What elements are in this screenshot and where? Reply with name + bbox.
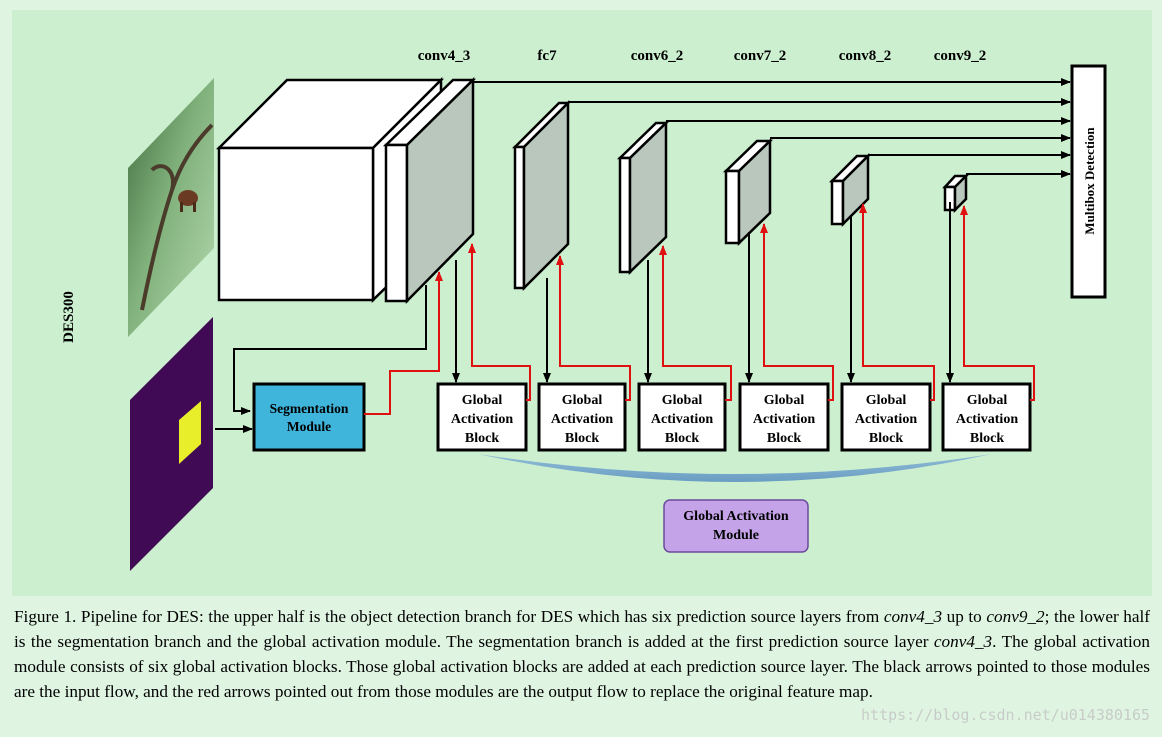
segmentation-label-line1: Segmentation <box>270 401 349 416</box>
segmentation-label-line2: Module <box>287 419 331 434</box>
layer-label-conv9-2: conv9_2 <box>934 48 987 64</box>
global-activation-module: Global Activation Module <box>663 499 809 553</box>
gab-label: Global <box>462 393 503 408</box>
caption-italic: conv9_2 <box>986 607 1045 626</box>
gab-label: Activation <box>551 412 613 427</box>
feature-map-fc7 <box>511 99 572 292</box>
segmentation-module: Segmentation Module <box>252 382 366 452</box>
global-activation-block-3: Global Activation Block <box>637 382 727 452</box>
figure-caption: Figure 1. Pipeline for DES: the upper ha… <box>14 604 1150 704</box>
layer-label-conv8-2: conv8_2 <box>839 48 892 64</box>
gab-label: Block <box>767 431 801 446</box>
segmentation-output-arrow <box>364 271 443 415</box>
gab-label: Activation <box>651 412 713 427</box>
gab-label: Block <box>465 431 499 446</box>
caption-text: Figure 1. Pipeline for DES: the upper ha… <box>14 607 884 626</box>
caption-text: up to <box>942 607 987 626</box>
gab-label: Activation <box>956 412 1018 427</box>
feature-map-conv8-2 <box>828 152 872 228</box>
layer-label-conv4-3: conv4_3 <box>418 48 471 64</box>
global-activation-block-6: Global Activation Block <box>941 382 1032 452</box>
model-label: DES300 <box>61 291 77 343</box>
gab-label: Block <box>565 431 599 446</box>
gab-label: Activation <box>753 412 815 427</box>
global-activation-block-4: Global Activation Block <box>738 382 830 452</box>
gab-label: Block <box>970 431 1004 446</box>
gab-label: Global <box>967 393 1008 408</box>
multibox-label: Multibox Detection <box>1082 127 1097 235</box>
gab-label: Block <box>665 431 699 446</box>
input-image <box>128 78 214 337</box>
gab-label: Activation <box>855 412 917 427</box>
gam-label-line2: Module <box>713 528 759 543</box>
caption-text: . The global activation module consists … <box>14 632 1150 701</box>
gab-label: Global <box>562 393 603 408</box>
global-activation-module-arc <box>478 454 992 482</box>
multibox-detection: Multibox Detection <box>1070 64 1107 299</box>
caption-italic: conv4_3 <box>933 632 993 651</box>
watermark: https://blog.csdn.net/u014380165 <box>861 706 1150 724</box>
feature-map-conv7-2 <box>722 138 774 246</box>
caption-italic: conv4_3 <box>883 607 943 626</box>
gab-output-arrows <box>468 203 1035 401</box>
pipeline-svg: conv4_3 fc7 conv6_2 conv7_2 conv8_2 conv… <box>61 48 1107 571</box>
detection-arrows <box>473 78 1071 178</box>
segmentation-mask <box>130 317 213 571</box>
gab-label: Block <box>869 431 903 446</box>
gab-label: Global <box>866 393 907 408</box>
feature-map-conv9-2 <box>942 172 970 214</box>
segmentation-input-arrow <box>215 285 427 433</box>
global-activation-block-5: Global Activation Block <box>840 382 932 452</box>
feature-map-conv4-3 <box>382 77 477 305</box>
gab-label: Activation <box>451 412 513 427</box>
global-activation-block-1: Global Activation Block <box>436 382 528 452</box>
global-activation-block-2: Global Activation Block <box>537 382 627 452</box>
layer-label-fc7: fc7 <box>537 48 557 64</box>
feature-map-conv6-2 <box>616 120 670 275</box>
gab-input-arrows <box>452 202 954 383</box>
layer-label-conv6-2: conv6_2 <box>631 48 684 64</box>
pipeline-diagram: conv4_3 fc7 conv6_2 conv7_2 conv8_2 conv… <box>12 10 1152 596</box>
gab-label: Global <box>662 393 703 408</box>
layer-label-conv7-2: conv7_2 <box>734 48 787 64</box>
gam-label-line1: Global Activation <box>683 509 789 524</box>
caption-text: ; the lower half is the segmentation bra… <box>14 607 1150 651</box>
global-activation-blocks: Global Activation Block Global Activatio… <box>436 382 1032 452</box>
gab-label: Global <box>764 393 805 408</box>
